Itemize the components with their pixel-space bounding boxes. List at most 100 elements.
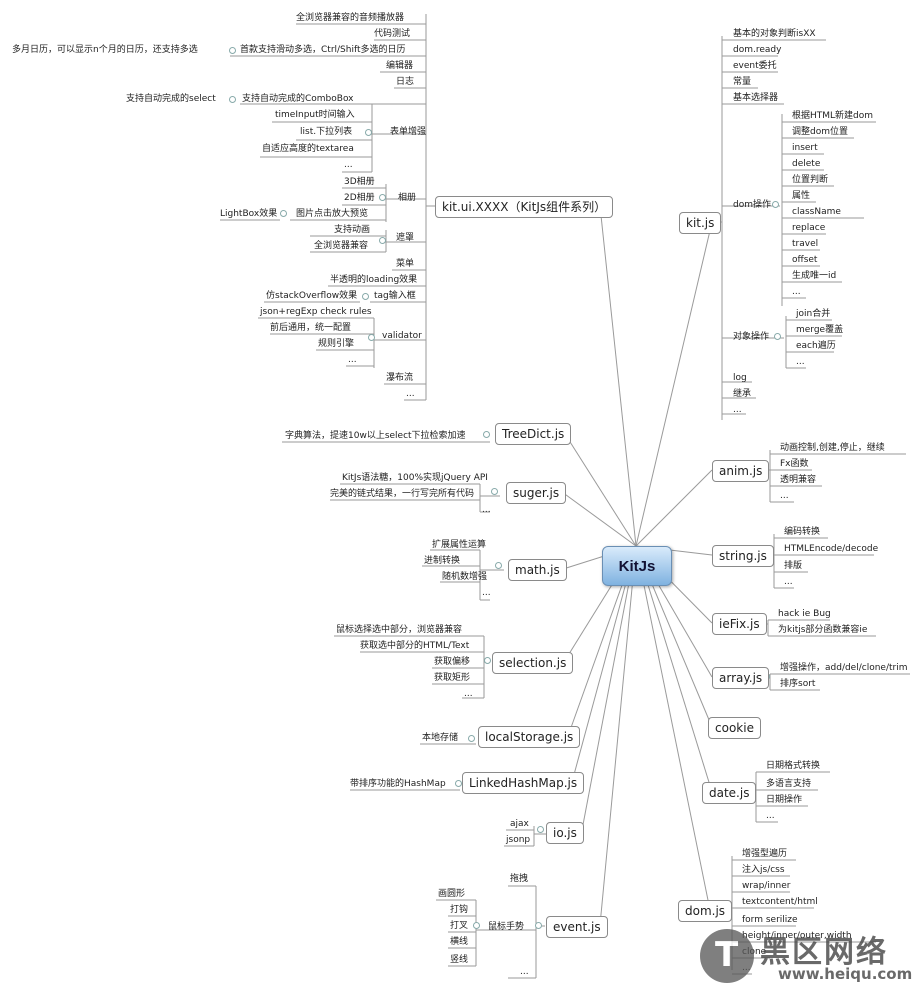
leaf-node[interactable]: 位置判断 xyxy=(792,175,829,185)
branch-kitjs[interactable]: kit.js xyxy=(679,212,722,234)
sub-branch[interactable]: 表单增强 xyxy=(390,127,427,137)
leaf-node[interactable]: ... xyxy=(482,505,491,515)
leaf-node[interactable]: 多月日历，可以显示n个月的日历，还支持多选 xyxy=(12,45,198,55)
leaf-node[interactable]: offset xyxy=(792,255,818,265)
leaf-node[interactable]: 增强操作，add/del/clone/trim xyxy=(780,663,908,673)
leaf-node[interactable]: 排版 xyxy=(784,561,803,571)
leaf-node[interactable]: merge覆盖 xyxy=(796,325,844,335)
leaf-node[interactable]: 支持动画 xyxy=(334,225,371,235)
sub-branch[interactable]: tag输入框 xyxy=(374,291,416,301)
leaf-node[interactable]: 字典算法，提速10w以上select下拉检索加速 xyxy=(285,431,466,441)
branch-localstorage[interactable]: localStorage.js xyxy=(478,726,581,748)
leaf-node[interactable]: 3D相册 xyxy=(344,177,375,187)
leaf-node[interactable]: 排序sort xyxy=(780,679,816,689)
branch-iefix[interactable]: ieFix.js xyxy=(712,613,767,635)
leaf-node[interactable]: form serilize xyxy=(742,915,798,925)
leaf-node[interactable]: 基本的对象判断isXX xyxy=(733,29,816,39)
leaf-node[interactable]: 日期格式转换 xyxy=(766,761,821,771)
leaf-node[interactable]: 日志 xyxy=(396,77,415,87)
branch-string[interactable]: string.js xyxy=(712,545,774,567)
leaf-node[interactable]: clone xyxy=(742,947,767,957)
leaf-node[interactable]: 支持自动完成的ComboBox xyxy=(242,94,354,104)
leaf-node[interactable]: 带排序功能的HashMap xyxy=(350,779,446,789)
leaf-node[interactable]: 打叉 xyxy=(450,921,469,931)
leaf-node[interactable]: insert xyxy=(792,143,818,153)
collapse-marker[interactable] xyxy=(280,210,287,217)
sub-branch[interactable]: validator xyxy=(382,331,422,341)
leaf-node[interactable]: 编辑器 xyxy=(386,61,414,71)
branch-math[interactable]: math.js xyxy=(508,559,567,581)
leaf-node[interactable]: 菜单 xyxy=(396,259,415,269)
leaf-node[interactable]: 日期操作 xyxy=(766,795,803,805)
leaf-node[interactable]: ... xyxy=(733,405,742,415)
collapse-marker[interactable] xyxy=(362,293,369,300)
branch-io[interactable]: io.js xyxy=(546,822,584,844)
leaf-node[interactable]: 半透明的loading效果 xyxy=(330,275,418,285)
leaf-node[interactable]: each遍历 xyxy=(796,341,836,351)
leaf-node[interactable]: ... xyxy=(796,357,805,367)
collapse-marker[interactable] xyxy=(379,194,386,201)
leaf-node[interactable]: 打钩 xyxy=(450,905,469,915)
branch-event[interactable]: event.js xyxy=(546,916,608,938)
leaf-node[interactable]: timeInput时间输入 xyxy=(275,110,355,120)
collapse-marker[interactable] xyxy=(368,334,375,341)
leaf-node[interactable]: ... xyxy=(344,160,353,170)
collapse-marker[interactable] xyxy=(537,826,544,833)
leaf-node[interactable]: height/inner/outer,width xyxy=(742,931,852,941)
leaf-node[interactable]: 属性 xyxy=(792,191,811,201)
leaf-node[interactable]: ... xyxy=(780,491,789,501)
leaf-node[interactable]: 基本选择器 xyxy=(733,93,779,103)
leaf-node[interactable]: 全浏览器兼容 xyxy=(314,241,369,251)
leaf-node[interactable]: ... xyxy=(766,811,775,821)
leaf-node[interactable]: 支持自动完成的select xyxy=(126,94,216,104)
leaf-node[interactable]: Fx函数 xyxy=(780,459,809,469)
sub-branch[interactable]: dom操作 xyxy=(733,200,771,210)
sub-branch[interactable]: 相册 xyxy=(398,193,417,203)
leaf-node[interactable]: ... xyxy=(784,577,793,587)
leaf-node[interactable]: 代码测试 xyxy=(374,29,411,39)
collapse-marker[interactable] xyxy=(473,922,480,929)
leaf-node[interactable]: ... xyxy=(520,967,529,977)
branch-cookie[interactable]: cookie xyxy=(708,717,761,739)
branch-date[interactable]: date.js xyxy=(702,782,757,804)
leaf-node[interactable]: log xyxy=(733,373,747,383)
leaf-node[interactable]: className xyxy=(792,207,841,217)
leaf-node[interactable]: 动画控制,创建,停止，继续 xyxy=(780,443,885,453)
leaf-node[interactable]: 瀑布流 xyxy=(386,373,414,383)
leaf-node[interactable]: list.下拉列表 xyxy=(300,127,353,137)
leaf-node[interactable]: 扩展属性运算 xyxy=(432,540,487,550)
leaf-node[interactable]: 图片点击放大预览 xyxy=(296,209,369,219)
leaf-node[interactable]: 进制转换 xyxy=(424,556,461,566)
branch-suger[interactable]: suger.js xyxy=(506,482,567,504)
leaf-node[interactable]: 获取矩形 xyxy=(434,673,471,683)
collapse-marker[interactable] xyxy=(484,657,491,664)
leaf-node[interactable]: 画圆形 xyxy=(438,889,466,899)
leaf-node[interactable]: join合并 xyxy=(796,309,831,319)
collapse-marker[interactable] xyxy=(774,333,781,340)
leaf-node[interactable]: 拖拽 xyxy=(510,874,529,884)
branch-linkedhashmap[interactable]: LinkedHashMap.js xyxy=(462,772,585,794)
sub-branch[interactable]: 遮罩 xyxy=(396,233,415,243)
leaf-node[interactable]: 获取偏移 xyxy=(434,657,471,667)
collapse-marker[interactable] xyxy=(229,96,236,103)
leaf-node[interactable]: ... xyxy=(348,355,357,365)
leaf-node[interactable]: 注入js/css xyxy=(742,865,785,875)
leaf-node[interactable]: 生成唯一id xyxy=(792,271,837,281)
leaf-node[interactable]: ... xyxy=(464,689,473,699)
leaf-node[interactable]: json+regExp check rules xyxy=(260,307,372,317)
leaf-node[interactable]: 多语言支持 xyxy=(766,779,812,789)
leaf-node[interactable]: KitJs语法糖，100%实现jQuery API xyxy=(342,473,488,483)
branch-domjs[interactable]: dom.js xyxy=(678,900,733,922)
leaf-node[interactable]: 自适应高度的textarea xyxy=(262,144,354,154)
sub-branch[interactable]: 鼠标手势 xyxy=(488,922,525,932)
branch-treedict[interactable]: TreeDict.js xyxy=(495,423,572,445)
leaf-node[interactable]: ... xyxy=(406,389,415,399)
collapse-marker[interactable] xyxy=(455,780,462,787)
leaf-node[interactable]: hack ie Bug xyxy=(778,609,831,619)
leaf-node[interactable]: 本地存储 xyxy=(422,733,459,743)
leaf-node[interactable]: 完美的链式结果，一行写完所有代码 xyxy=(330,489,475,499)
leaf-node[interactable]: 常量 xyxy=(733,77,752,87)
leaf-node[interactable]: 横线 xyxy=(450,937,469,947)
branch-array[interactable]: array.js xyxy=(712,667,770,689)
leaf-node[interactable]: dom.ready xyxy=(733,45,782,55)
